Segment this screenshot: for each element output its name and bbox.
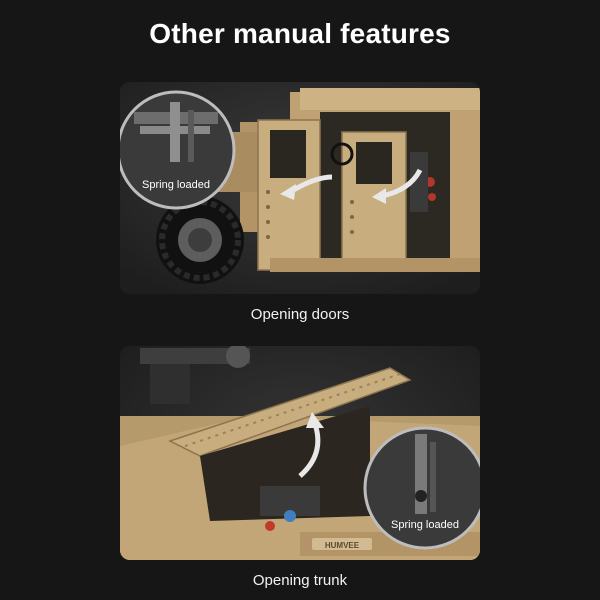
trunk-caption: Opening trunk	[252, 572, 348, 589]
trunk-lid	[168, 367, 412, 457]
doors-caption: Opening doors	[250, 306, 350, 323]
trunk-photo: HUMVEE Spring loaded	[120, 346, 480, 560]
humvee-badge: HUMVEE	[325, 541, 360, 550]
zoom-circle-icon: Spring loaded	[120, 90, 236, 210]
arrow-head-left	[280, 184, 296, 200]
spring-loaded-label: Spring loaded	[391, 519, 459, 531]
arrow-head-up	[306, 412, 324, 428]
curved-arrow-icon	[298, 423, 321, 478]
page-title: Other manual features	[149, 18, 451, 49]
zoom-circle-icon: Spring loaded	[363, 426, 480, 550]
trunk-photo-panel: HUMVEE Spring loaded	[120, 346, 480, 560]
arrow-head-right	[372, 188, 386, 204]
wheel	[156, 196, 244, 284]
curved-arrow-icon	[381, 168, 423, 199]
spring-loaded-label: Spring loaded	[142, 179, 210, 191]
doors-photo-panel: Spring loaded	[120, 82, 480, 294]
doors-photo: Spring loaded	[120, 82, 480, 294]
